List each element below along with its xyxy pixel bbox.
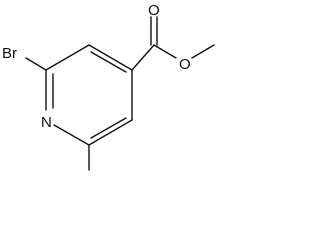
atom-label-ester-oxygen: O <box>179 56 191 73</box>
atom-label-nitrogen: N <box>41 114 52 131</box>
bond-ester-o-methyl <box>191 44 215 59</box>
bond-c3-c4-double <box>90 51 127 73</box>
bond-c6-n <box>53 124 90 146</box>
bond-carbonyl-c-ester-o <box>153 44 177 59</box>
atom-label-bromine: Br <box>2 45 17 62</box>
chemical-structure: Br N O O <box>2 2 215 171</box>
bond-c3-c4 <box>88 44 133 71</box>
bond-c2-br <box>25 57 47 71</box>
bond-c2-c3 <box>45 44 90 71</box>
bond-c4-carbonyl-carbon <box>131 44 155 71</box>
bond-c5-c6-double <box>90 117 127 139</box>
atom-label-carbonyl-oxygen: O <box>148 2 160 19</box>
bond-c5-c6 <box>88 119 133 146</box>
